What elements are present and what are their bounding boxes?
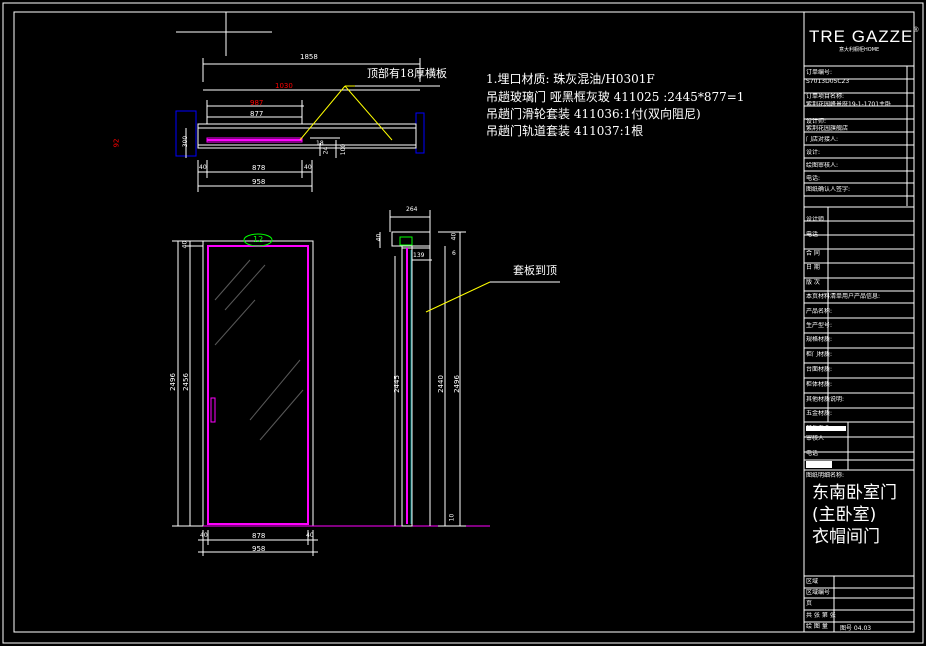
tb-row-product-name: 产品名称: bbox=[806, 308, 833, 315]
tb-row-version: 版 次 bbox=[806, 279, 820, 286]
material-note-4: 吊趟门轨道套装 411037:1根 bbox=[486, 124, 644, 138]
tb-row-design: 设计: bbox=[806, 149, 821, 156]
dim-plan-40-right: 40 bbox=[304, 164, 312, 171]
elevation-view bbox=[172, 240, 490, 556]
elevation-tag-number: 12 bbox=[253, 235, 264, 244]
dim-elev-2456: 2456 bbox=[181, 373, 190, 391]
dim-plan-18: 18 bbox=[316, 140, 324, 147]
tb-row-order-label: 订单编号: bbox=[806, 69, 833, 76]
dim-elev-878: 878 bbox=[252, 532, 266, 540]
dim-sec-10: 10 bbox=[448, 513, 456, 522]
dim-plan-300: 300 bbox=[182, 135, 190, 148]
title-block-highlight-bar bbox=[806, 426, 846, 431]
tb-row-auditor-phone: 电话 bbox=[806, 450, 819, 457]
dim-sec-2445: 2445 bbox=[392, 375, 401, 393]
dim-plan-100: 100 bbox=[340, 143, 348, 156]
tb-row-material-list: 本页材料清单用户产品信息: bbox=[806, 293, 881, 300]
tb-row-hardware: 五金材质: bbox=[806, 410, 833, 417]
logo: TRE GAZZE® bbox=[809, 27, 920, 47]
callout-leaders-top bbox=[299, 85, 393, 141]
dim-elev-40-right: 40 bbox=[306, 532, 314, 539]
tb-row-auditor: 审核人 bbox=[806, 435, 825, 442]
dim-plan-878: 878 bbox=[252, 164, 266, 172]
inner-border bbox=[13, 11, 915, 633]
dim-plan-987: 987 bbox=[250, 99, 264, 107]
tb-row-area-no: 区域编号 bbox=[806, 589, 831, 596]
dim-plan-92: 92 bbox=[112, 138, 121, 148]
dim-sec-264: 264 bbox=[406, 206, 418, 213]
dim-sec-2440: 2440 bbox=[436, 375, 445, 393]
tb-row-other-hardware: 其他五金: bbox=[806, 425, 833, 432]
tb-row-order-date: 下单日期 bbox=[806, 462, 831, 469]
dim-plan-1858: 1858 bbox=[300, 53, 318, 61]
tb-row-date: 日 期 bbox=[806, 264, 820, 271]
tb-row-spec: 规格材质: bbox=[806, 336, 833, 343]
dim-sec-6: 6 bbox=[452, 250, 456, 257]
tb-row-sheet-count: 共 张 第 张 bbox=[806, 612, 836, 619]
dim-elev-2496: 2496 bbox=[168, 373, 177, 391]
dim-elev-40-left: 40 bbox=[200, 532, 208, 539]
tb-row-door-material: 柜门材质: bbox=[806, 351, 833, 358]
dim-plan-958: 958 bbox=[252, 178, 266, 186]
material-note-1: 1.埋口材质: 珠灰混油/H0301F bbox=[486, 72, 655, 86]
dim-plan-40-left: 40 bbox=[199, 164, 207, 171]
callout-leader-side bbox=[425, 281, 560, 313]
dim-sec-40-a: 40 bbox=[375, 233, 383, 242]
callout-top-label: 顶部有18厚横板 bbox=[367, 67, 447, 80]
dim-sec-139: 139 bbox=[413, 252, 425, 259]
dim-elev-958: 958 bbox=[252, 545, 266, 553]
tb-row-page: 页 bbox=[806, 600, 813, 607]
tb-row-contact: 门店对接人: bbox=[806, 136, 839, 143]
tb-row-phone: 电话: bbox=[806, 175, 821, 182]
tb-row-store: 紫荆花园旗舰店 bbox=[806, 125, 849, 132]
logo-text: TRE GAZZE bbox=[809, 27, 914, 46]
title-block-highlight-bar-2 bbox=[806, 461, 832, 468]
tb-row-designer: 设计师 bbox=[806, 216, 825, 223]
tb-row-designer-phone: 电话 bbox=[806, 231, 819, 238]
drawing-title-line-2: (主卧室) bbox=[812, 505, 877, 525]
tb-row-drawing-qty: 绘 图 量 bbox=[806, 623, 828, 630]
tb-row-project-name: 紫荆花园峰景府19-1-1701主卧 bbox=[806, 101, 892, 108]
tb-row-confirm: 图纸确认人签字: bbox=[806, 186, 851, 193]
section-view bbox=[379, 210, 466, 527]
material-note-2: 吊趟玻璃门 哑黑框灰玻 411025 :2445*877=1 bbox=[486, 90, 745, 104]
drawing-title-line-3: 衣帽间门 bbox=[812, 527, 880, 547]
tb-row-reviewer: 绘图审核人: bbox=[806, 162, 839, 169]
tb-row-order-no: S7013D05C23 bbox=[806, 78, 850, 85]
tb-row-area: 区域 bbox=[806, 578, 819, 585]
dim-sec-40-b: 40 bbox=[450, 232, 458, 241]
drawing-title-line-1: 东南卧室门 bbox=[812, 483, 897, 503]
dim-plan-1030: 1030 bbox=[275, 82, 293, 90]
tb-row-contract: 合 同 bbox=[806, 250, 820, 257]
elevation-tag-ellipse bbox=[243, 233, 273, 247]
dim-plan-877: 877 bbox=[250, 110, 264, 118]
tb-row-body-material: 柜体材质: bbox=[806, 381, 833, 388]
dim-elev-40: 40 bbox=[181, 240, 189, 249]
tb-row-project-label: 订单项目名称: bbox=[806, 93, 845, 100]
tb-row-model: 生产型号: bbox=[806, 322, 833, 329]
plan-view bbox=[175, 58, 425, 192]
material-note-3: 吊趟门滑轮套装 411036:1付(双向阻尼) bbox=[486, 107, 701, 121]
title-block: 订单编号: S7013D05C23 订单项目名称: 紫荆花园峰景府19-1-17… bbox=[804, 12, 914, 632]
dim-plan-24: 24 bbox=[322, 146, 330, 155]
callout-side-label: 套板到顶 bbox=[513, 264, 557, 277]
logo-subtitle: 意大利橱柜HOME bbox=[839, 47, 880, 53]
tb-row-designer-label: 设计师: bbox=[806, 118, 827, 125]
tb-row-other-material: 其他材质说明: bbox=[806, 396, 845, 403]
dim-sec-2496: 2496 bbox=[452, 375, 461, 393]
tb-row-detail-name: 图纸明细名称: bbox=[806, 472, 845, 479]
title-block-grid bbox=[803, 12, 914, 632]
tb-row-counter-material: 台面材质: bbox=[806, 366, 833, 373]
sheet-number: 图号 04.03 bbox=[840, 625, 872, 632]
logo-registered: ® bbox=[913, 27, 920, 34]
